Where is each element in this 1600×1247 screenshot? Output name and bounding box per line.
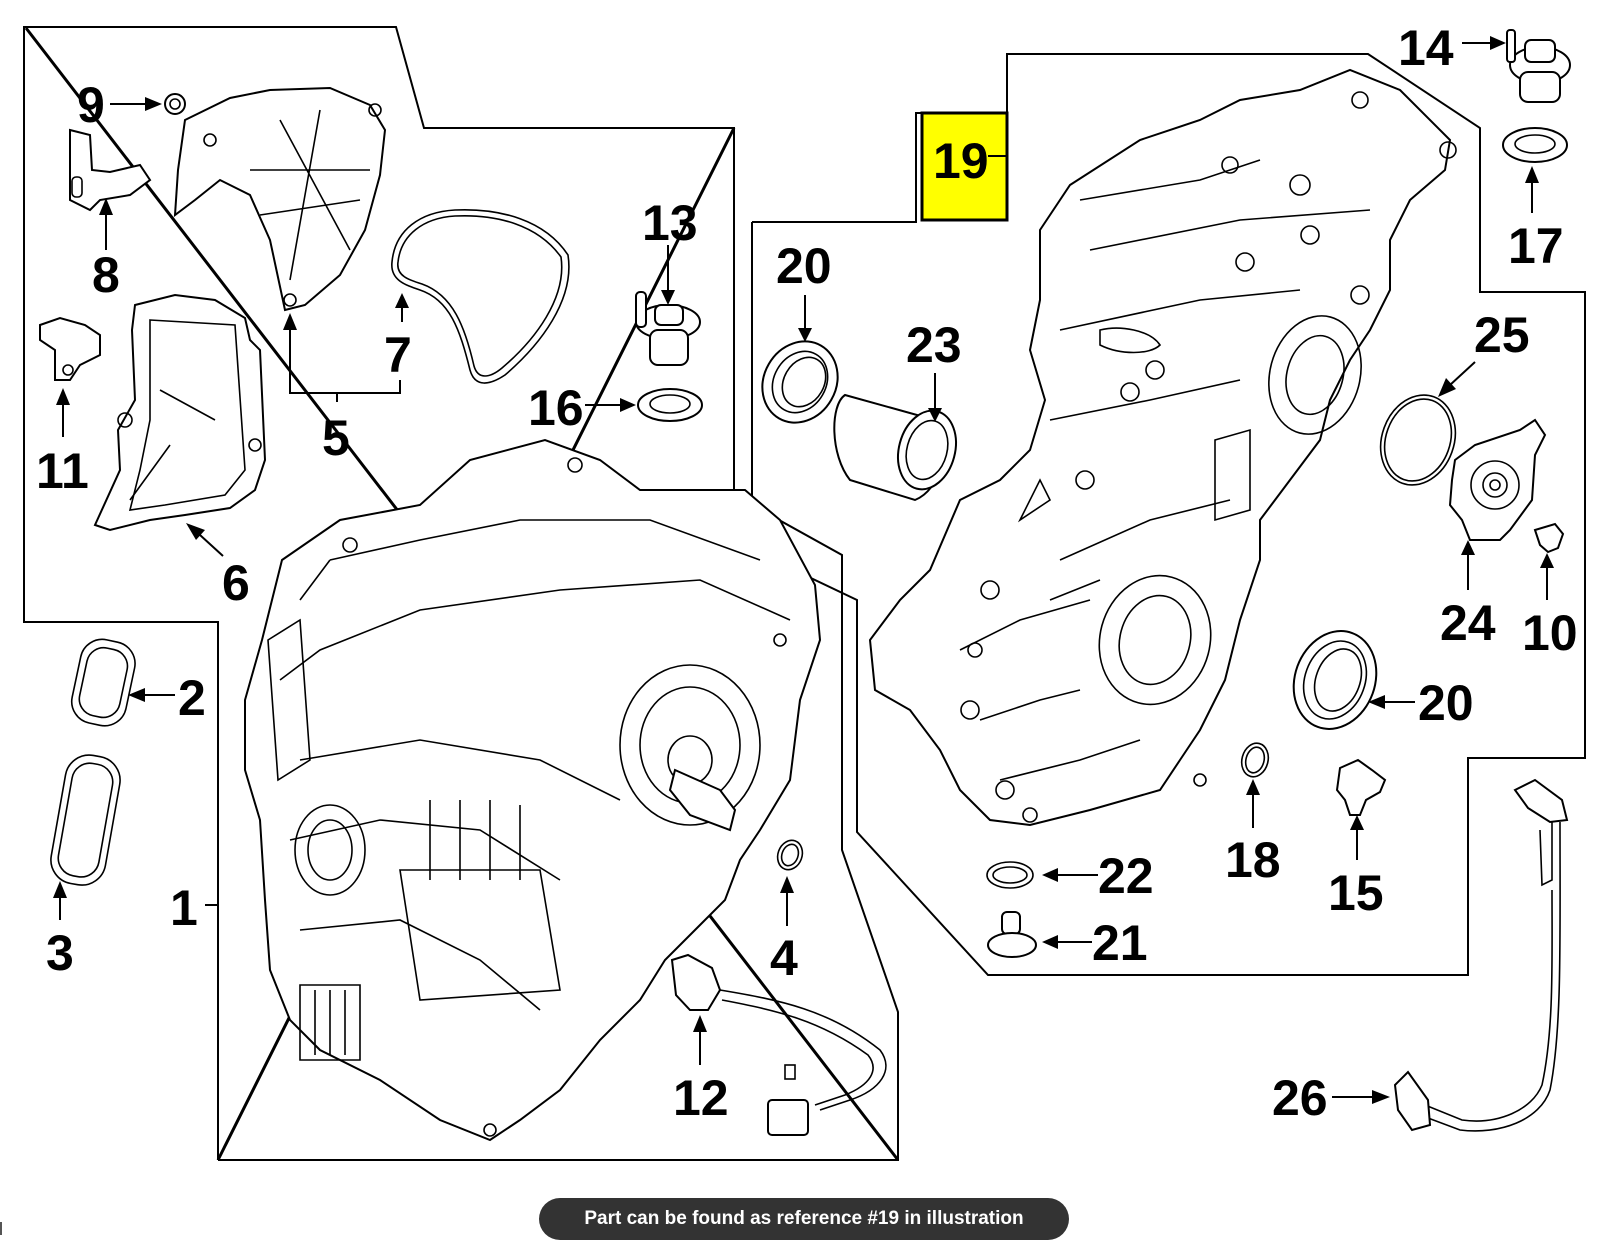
callout-8: 8	[92, 247, 120, 303]
callout-18: 18	[1225, 832, 1281, 888]
part-23-bushing	[833, 393, 957, 502]
callout-26: 26	[1272, 1070, 1328, 1126]
callout-14: 14	[1398, 20, 1454, 76]
caption-text: Part can be found as reference #19 in il…	[584, 1208, 1024, 1229]
callout-10: 10	[1522, 605, 1578, 661]
callout-15: 15	[1328, 865, 1384, 921]
reference-caption-banner: Part can be found as reference #19 in il…	[539, 1198, 1069, 1240]
part-22-washer	[986, 861, 1034, 889]
part-11-sensor	[39, 316, 101, 381]
part-15-speed-sensor	[1335, 758, 1387, 816]
part-21-plug	[987, 911, 1037, 958]
callout-4: 4	[770, 930, 798, 986]
leaders	[53, 36, 1554, 1104]
part-13-drain-plug	[635, 291, 701, 366]
part-8-bracket	[69, 128, 152, 212]
part-12-wiring	[670, 953, 887, 1136]
part-20-seal-upper	[761, 340, 839, 424]
callout-5: 5	[322, 410, 350, 466]
part-17-washer	[1502, 127, 1568, 163]
reference-19-highlight[interactable]: 19	[920, 111, 1009, 222]
part-7-gasket	[391, 208, 570, 384]
callout-21: 21	[1092, 915, 1148, 971]
callout-7: 7	[384, 327, 412, 383]
part-6-side-cover	[93, 293, 267, 532]
callout-20-upper: 20	[776, 238, 832, 294]
callout-20-lower: 20	[1418, 675, 1474, 731]
part-26-harness	[1393, 778, 1569, 1132]
callout-1: 1	[170, 880, 198, 936]
highlight-box-19[interactable]	[920, 111, 1009, 222]
part-5-upper-cover	[173, 86, 387, 312]
callout-11: 11	[36, 443, 89, 499]
callout-23: 23	[906, 317, 962, 373]
callout-13: 13	[642, 195, 698, 251]
callout-6: 6	[222, 555, 250, 611]
callout-24: 24	[1440, 595, 1496, 651]
part-1-transmission	[244, 438, 822, 1142]
part-2-gasket	[70, 638, 136, 727]
part-10-small-clip	[1533, 522, 1565, 554]
part-25-o-ring	[1379, 394, 1457, 486]
callout-16: 16	[528, 380, 584, 436]
part-20-seal-lower	[1292, 630, 1378, 730]
part-3-gasket	[50, 754, 121, 886]
callout-25: 25	[1474, 307, 1530, 363]
part-18-o-ring	[1240, 742, 1270, 778]
callout-22: 22	[1098, 848, 1154, 904]
callout-2: 2	[178, 670, 206, 726]
edge-marker	[0, 1222, 2, 1235]
callout-12: 12	[673, 1070, 729, 1126]
callout-9: 9	[77, 77, 105, 133]
callout-17: 17	[1508, 218, 1564, 274]
part-14-fill-plug	[1506, 29, 1571, 103]
part-16-washer	[637, 388, 703, 422]
callout-3: 3	[46, 925, 74, 981]
callout-labels: 9 8 7 5 11 6 2 3 1 13 16 4 12 20 23 14 1…	[36, 20, 1578, 1126]
part-4-o-ring	[776, 839, 804, 871]
part-24-cover-plate	[1448, 418, 1547, 541]
part-9-clip	[164, 93, 186, 115]
callout-19: 19	[933, 133, 989, 189]
part-19-case-housing	[868, 68, 1457, 827]
